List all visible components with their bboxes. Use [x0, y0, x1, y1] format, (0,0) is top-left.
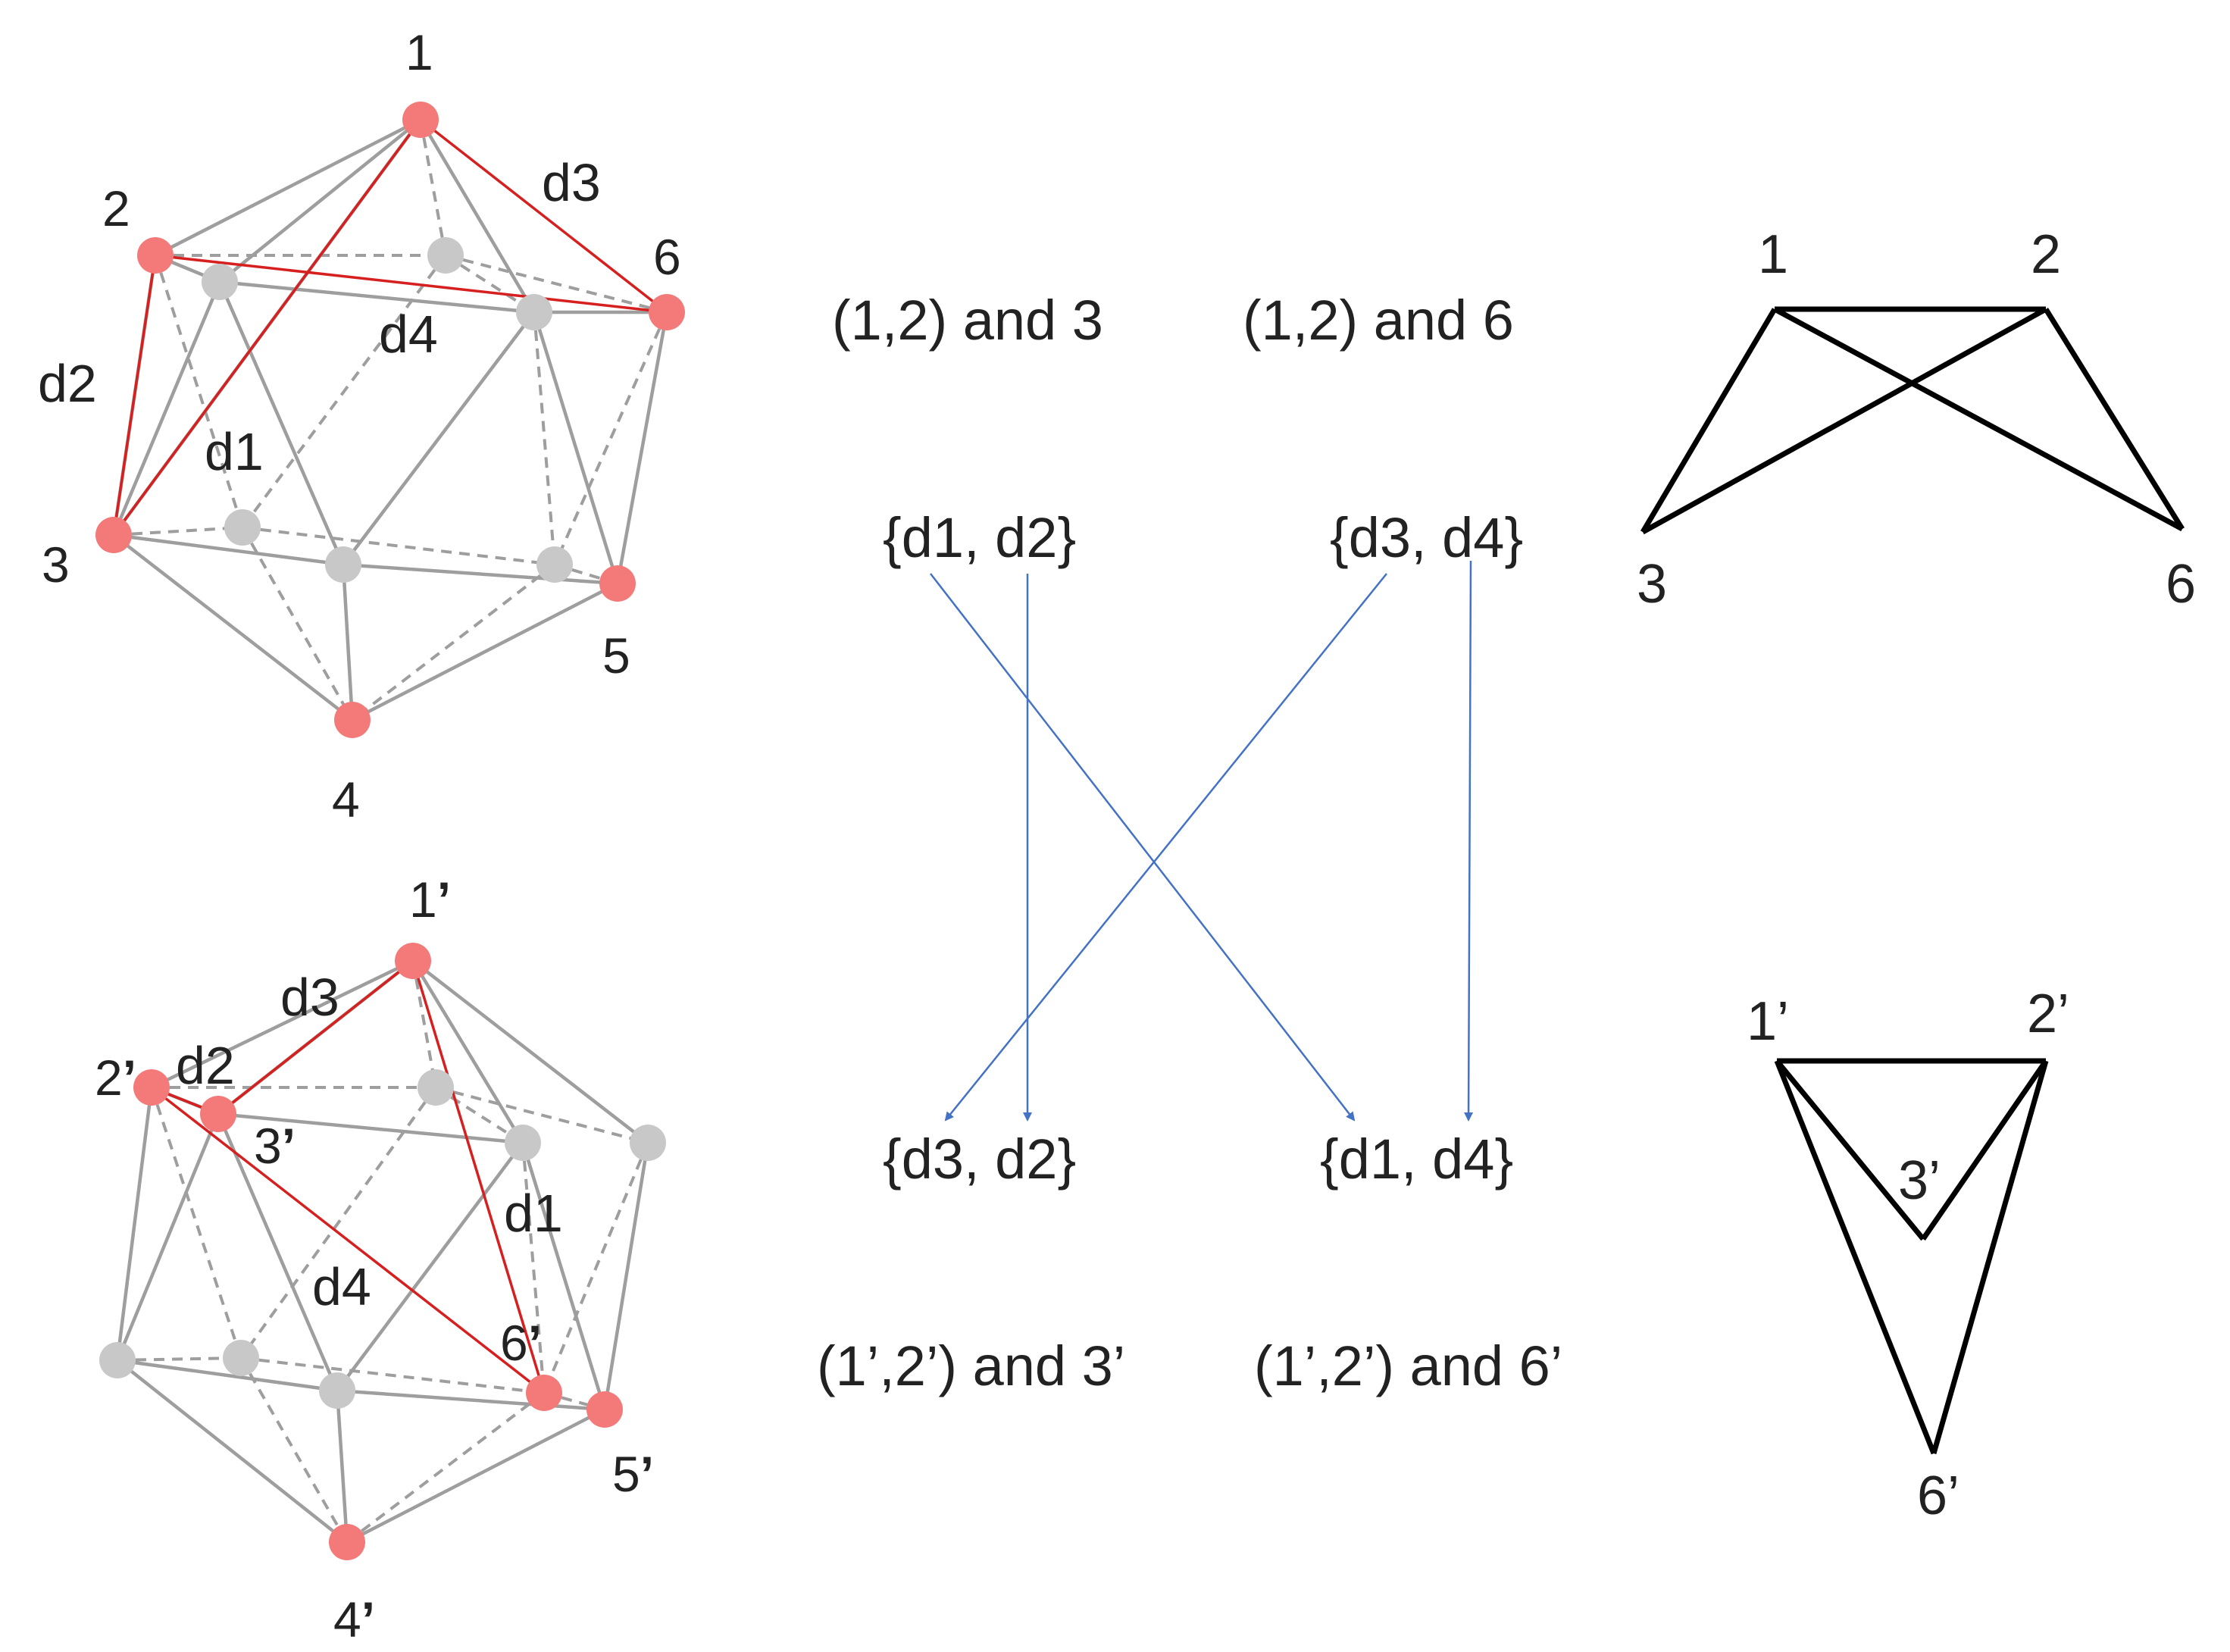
top-pair-right: (1,2) and 6 — [1243, 289, 1514, 352]
graph-label-1: 1 — [1758, 224, 1788, 285]
vertex-label-6: 6 — [653, 229, 681, 285]
vertex-2 — [137, 237, 174, 274]
graph-label-1-prime: 1’ — [1747, 991, 1789, 1052]
right-bottom-graph: 1’ 2’ 3’ 6’ — [1747, 984, 2069, 1526]
top-polyhedron-red-diagonals — [112, 118, 668, 537]
bottom-polyhedron-labels: 1’ 2’ 3’ 4’ 5’ 6’ d1 d2 d3 d4 — [95, 871, 654, 1647]
bottom-set-right: {d1, d4} — [1320, 1128, 1513, 1191]
diagonal-label-d2: d2 — [38, 354, 97, 413]
vertex-label-3: 3 — [42, 537, 70, 593]
graph-edge — [1773, 306, 2184, 532]
hidden-vertex — [325, 546, 361, 583]
middle-mapping: (1,2) and 3 (1,2) and 6 {d1, d2} {d3, d4… — [817, 289, 1562, 1397]
diagonal-label-d2: d2 — [176, 1036, 235, 1095]
bottom-pair-left: (1’,2’) and 3’ — [817, 1334, 1125, 1397]
graph-edge — [1931, 1060, 2049, 1454]
hidden-vertex — [427, 237, 464, 274]
graph-edge — [1775, 1059, 1925, 1241]
mapping-arrows — [930, 560, 1474, 1122]
vertex-5-prime — [586, 1391, 623, 1428]
hidden-vertex — [223, 1340, 259, 1376]
top-polyhedron-vertices — [95, 102, 685, 738]
vertex-4-prime — [329, 1524, 365, 1560]
graph-edge — [1774, 1059, 1937, 1455]
vertex-1-prime — [395, 943, 431, 979]
bottom-pair-right: (1’,2’) and 6’ — [1254, 1334, 1562, 1397]
graph-label-2: 2 — [2031, 224, 2061, 285]
top-set-right: {d3, d4} — [1330, 506, 1523, 569]
vertex-5 — [599, 565, 636, 602]
bottom-polyhedron-red-diagonals — [150, 959, 546, 1394]
arrow-d1-to-right — [930, 573, 1356, 1122]
graph-edge — [2044, 308, 2185, 530]
bottom-diagonal-d1 — [411, 960, 546, 1394]
top-diagonal-d3 — [419, 118, 668, 314]
vertex-4 — [334, 702, 371, 738]
vertex-label-5: 5 — [602, 627, 630, 684]
graph-label-2-prime: 2’ — [2027, 984, 2069, 1044]
hidden-vertex — [418, 1069, 454, 1106]
graph-edge — [1640, 308, 1778, 533]
graph-label-6-prime: 6’ — [1917, 1466, 1959, 1526]
hidden-vertex — [505, 1125, 541, 1161]
vertex-1 — [402, 102, 439, 138]
graph-edge — [1921, 1059, 2048, 1241]
vertex-6-prime — [526, 1375, 562, 1411]
top-polyhedron: 1 2 3 4 5 6 d1 d2 d3 d4 — [38, 24, 685, 828]
hidden-vertex — [536, 546, 573, 583]
vertex-label-6-prime: 6’ — [500, 1315, 542, 1371]
diagonal-label-d3: d3 — [280, 968, 339, 1027]
diagonal-label-d1: d1 — [504, 1184, 563, 1243]
diagonal-label-d4: d4 — [379, 305, 438, 364]
hidden-vertex — [319, 1372, 355, 1409]
hidden-vertex — [99, 1342, 136, 1378]
vertex-label-5-prime: 5’ — [612, 1446, 654, 1502]
vertex-label-2-prime: 2’ — [95, 1050, 136, 1106]
diagonal-label-d3: d3 — [542, 153, 601, 212]
bottom-set-left: {d3, d2} — [883, 1128, 1076, 1191]
bottom-polyhedron: 1’ 2’ 3’ 4’ 5’ 6’ d1 d2 d3 d4 — [95, 871, 666, 1647]
graph-label-3-prime: 3’ — [1898, 1150, 1941, 1211]
vertex-3-prime — [200, 1096, 236, 1132]
top-diagonal-d4 — [155, 254, 668, 314]
vertex-label-1: 1 — [405, 24, 433, 80]
vertex-3 — [95, 517, 132, 553]
bottom-polyhedron-vertices — [99, 943, 666, 1560]
top-pair-left: (1,2) and 3 — [832, 289, 1103, 352]
vertex-label-4: 4 — [332, 771, 360, 828]
graph-label-3: 3 — [1637, 554, 1667, 615]
diagonal-label-d1: d1 — [205, 422, 264, 481]
hidden-vertex — [224, 509, 261, 546]
vertex-label-4-prime: 4’ — [333, 1591, 375, 1647]
vertex-label-2: 2 — [102, 180, 130, 236]
right-top-graph: 1 2 3 6 — [1637, 224, 2196, 615]
top-polyhedron-labels: 1 2 3 4 5 6 d1 d2 d3 d4 — [38, 24, 681, 828]
hidden-vertex — [516, 294, 552, 330]
hidden-vertex — [630, 1125, 666, 1161]
arrow-d4-to-right — [1464, 560, 1474, 1122]
vertex-label-3-prime: 3’ — [254, 1118, 296, 1174]
top-set-left: {d1, d2} — [883, 506, 1076, 569]
bottom-diagonal-d4 — [150, 1086, 546, 1394]
vertex-2-prime — [133, 1069, 170, 1106]
top-diagonal-d2 — [112, 255, 157, 536]
diagonal-label-d4: d4 — [312, 1257, 371, 1316]
top-polyhedron-edges — [111, 117, 669, 722]
arrow-d3-to-left — [944, 573, 1387, 1122]
vertex-6 — [649, 294, 685, 330]
bottom-diagonal-d3 — [217, 959, 414, 1115]
graph-label-6: 6 — [2166, 554, 2196, 615]
top-diagonal-d1 — [112, 118, 422, 537]
vertex-label-1-prime: 1’ — [409, 871, 451, 928]
graph-edge — [1641, 306, 2047, 535]
hidden-vertex — [202, 264, 238, 300]
